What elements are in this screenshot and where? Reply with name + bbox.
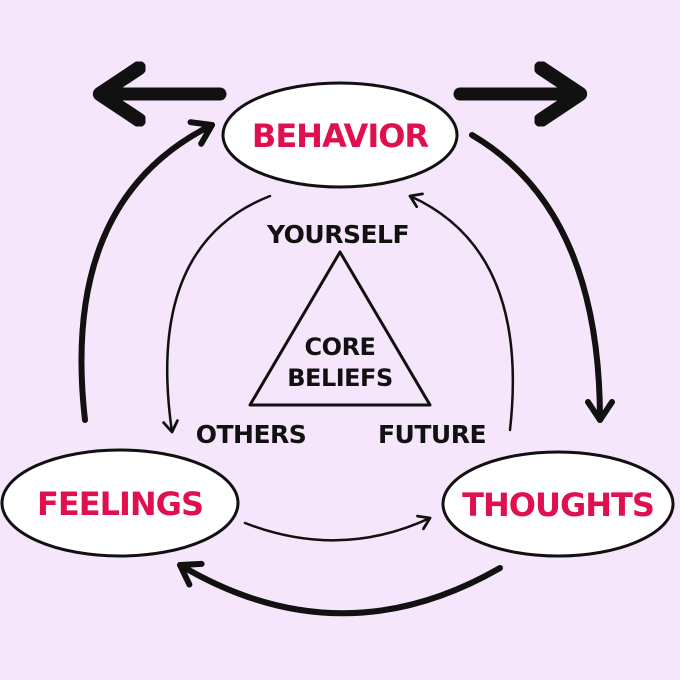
arrow-behavior-to-others (162, 194, 272, 434)
arrow-future-to-behavior (408, 192, 515, 432)
corner-label-others: OTHERS (196, 420, 307, 449)
node-thoughts: THOUGHTS (441, 450, 675, 558)
core-beliefs-triangle (248, 250, 432, 407)
core-beliefs-line1: CORE (305, 333, 376, 361)
node-thoughts-label: THOUGHTS (462, 486, 654, 524)
arrow-feelings-to-thoughts (243, 514, 432, 542)
corner-label-future: FUTURE (378, 420, 486, 449)
arrow-behavior-to-thoughts (469, 132, 615, 423)
node-feelings: FEELINGS (0, 448, 240, 558)
arrow-thoughts-to-feelings (177, 560, 503, 617)
corner-label-yourself: YOURSELF (266, 220, 409, 249)
arrow-feelings-to-behavior (78, 119, 215, 423)
core-beliefs-line2: BELIEFS (287, 364, 392, 392)
node-feelings-label: FEELINGS (37, 485, 203, 523)
node-behavior: BEHAVIOR (221, 81, 459, 189)
node-behavior-label: BEHAVIOR (252, 117, 429, 155)
